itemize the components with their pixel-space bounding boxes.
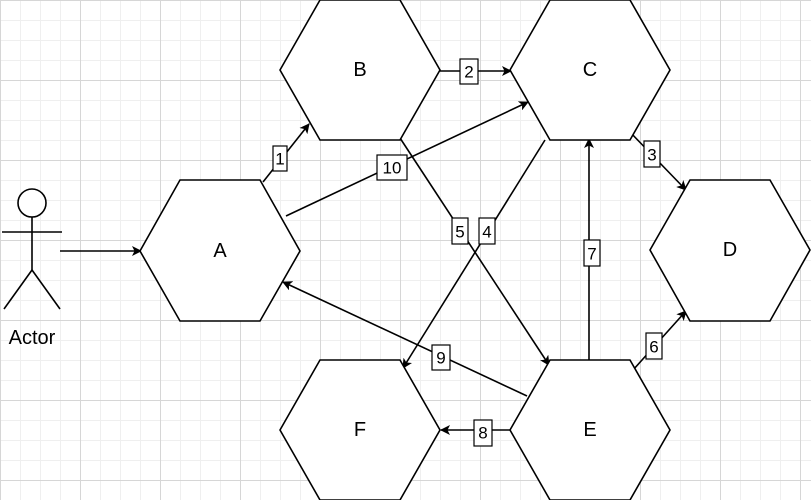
edge-label-5: 5 [451, 217, 469, 245]
actor-label: Actor [9, 327, 56, 349]
actor-icon [2, 188, 62, 310]
edge-label-3: 3 [643, 140, 661, 168]
node-f-label: F [354, 419, 366, 441]
node-f[interactable]: F [279, 359, 441, 500]
node-e[interactable]: E [509, 359, 671, 500]
node-c[interactable]: C [509, 0, 671, 141]
svg-text:8: 8 [478, 424, 487, 443]
node-d-label: D [723, 239, 737, 261]
svg-text:5: 5 [455, 223, 464, 242]
edge-label-2: 2 [459, 58, 479, 85]
edge-b-e[interactable] [399, 137, 550, 366]
edge-label-1: 1 [272, 145, 288, 172]
svg-text:6: 6 [649, 338, 658, 357]
node-e-label: E [583, 419, 596, 441]
actor[interactable]: Actor [2, 188, 62, 349]
node-b[interactable]: B [279, 0, 441, 141]
node-d[interactable]: D [649, 179, 811, 322]
nodes-layer: A B C D E F [139, 0, 811, 500]
svg-text:1: 1 [275, 150, 284, 169]
edge-c-f[interactable] [402, 139, 546, 369]
svg-text:4: 4 [482, 223, 491, 242]
node-b-label: B [353, 59, 366, 81]
edge-label-6: 6 [645, 332, 663, 360]
edge-labels-layer: 1 2 3 4 5 6 7 8 [272, 58, 663, 447]
svg-text:10: 10 [383, 159, 402, 178]
edge-label-7: 7 [583, 239, 601, 267]
edge-label-10: 10 [376, 154, 408, 181]
edge-label-8: 8 [473, 419, 493, 447]
edge-label-9: 9 [431, 344, 451, 371]
node-c-label: C [583, 59, 597, 81]
svg-text:2: 2 [464, 63, 473, 82]
edge-e-a[interactable] [282, 281, 528, 397]
svg-text:3: 3 [647, 146, 656, 165]
edges-layer [60, 66, 687, 435]
edge-label-4: 4 [478, 217, 496, 245]
node-a-label: A [213, 240, 227, 262]
svg-text:9: 9 [436, 349, 445, 368]
node-a[interactable]: A [139, 179, 301, 322]
svg-text:7: 7 [587, 245, 596, 264]
